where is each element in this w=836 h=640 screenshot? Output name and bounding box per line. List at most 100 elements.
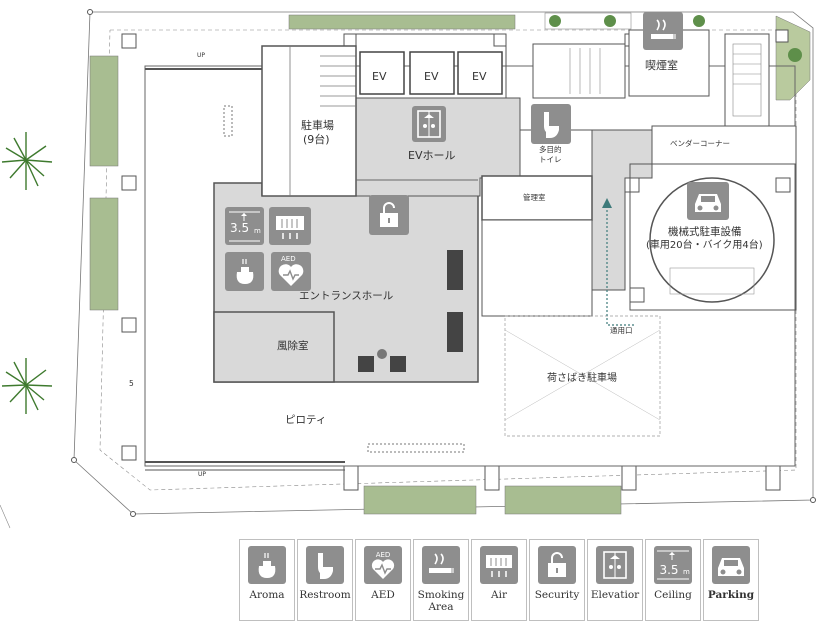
- elevator-3-label: EV: [472, 70, 487, 83]
- side-marker: 5: [129, 379, 134, 388]
- sofa: [447, 250, 463, 290]
- green-strip: [504, 485, 622, 515]
- toilet-label-2: トイレ: [539, 155, 562, 164]
- loading-parking-area: [504, 315, 661, 437]
- parking-lot-label: 駐車場: [301, 119, 334, 132]
- column: [121, 33, 137, 49]
- column: [343, 33, 357, 47]
- legend-label: Air: [491, 589, 507, 601]
- chair: [358, 356, 374, 372]
- legend-smoking-area[interactable]: Smoking Area: [413, 539, 469, 621]
- elevator-shaft: [457, 51, 503, 95]
- toilet-label-1: 多目的: [539, 145, 562, 154]
- aed-icon-text: AED: [376, 551, 391, 559]
- column: [121, 175, 137, 191]
- smoking-icon: [422, 546, 460, 584]
- green-strip: [89, 197, 119, 311]
- entrance-hall-label: エントランスホール: [299, 290, 394, 302]
- green-strip: [89, 55, 119, 167]
- legend-aroma[interactable]: Aroma: [239, 539, 295, 621]
- survey-point: [87, 9, 93, 15]
- back-room-area: [481, 219, 593, 317]
- elevator-shaft: [359, 51, 405, 95]
- vending-corner-label: ベンダーコーナー: [670, 139, 730, 148]
- aroma-icon: [225, 252, 264, 291]
- survey-point: [810, 497, 816, 503]
- ceiling-icon: [225, 207, 264, 245]
- mechanical-parking-turntable: [649, 177, 775, 303]
- aed-icon: [271, 252, 311, 291]
- legend-security[interactable]: Security: [529, 539, 585, 621]
- elevator-shaft: [409, 51, 455, 95]
- legend-label: Aroma: [249, 589, 285, 601]
- mechanical-parking-outline: [629, 163, 797, 311]
- mechanical-parking-detail-label: (車用20台・バイク用4台): [646, 240, 763, 251]
- air-icon: [480, 546, 518, 584]
- legend-parking[interactable]: Parking: [703, 539, 759, 621]
- parking-area: [261, 45, 357, 197]
- up-marker-bottom: UP: [198, 471, 207, 478]
- column: [765, 465, 781, 491]
- up-marker-top: UP: [197, 52, 206, 59]
- elevator-core-outline: [355, 33, 507, 99]
- service-entrance-label: 通用口: [610, 326, 633, 335]
- parking-icon: [712, 546, 750, 584]
- column: [775, 29, 789, 43]
- vending-corner-area: [651, 125, 797, 165]
- air-icon: [269, 207, 311, 245]
- survey-point: [71, 457, 77, 463]
- security-icon: [369, 195, 409, 235]
- parking-icon: [687, 182, 729, 220]
- dashed-marker: [223, 105, 233, 137]
- survey-point: [130, 511, 136, 517]
- mechanical-parking-pad: [669, 267, 755, 295]
- legend-restroom[interactable]: Restroom: [297, 539, 353, 621]
- legend-label: Ceiling: [654, 589, 692, 601]
- legend-label: Elevatior: [590, 589, 640, 601]
- shrub-icon: [549, 15, 561, 27]
- aroma-icon: [248, 546, 286, 584]
- shrub-icon: [693, 15, 705, 27]
- shrub-icon: [788, 48, 802, 62]
- green-strip: [363, 485, 477, 515]
- windbreak-room-floor: [213, 311, 335, 383]
- column: [493, 33, 507, 47]
- column: [121, 445, 137, 461]
- legend-label: Parking: [707, 589, 755, 601]
- management-room-label: 管理室: [523, 193, 546, 202]
- floor-plan: [0, 9, 816, 529]
- column: [484, 465, 500, 491]
- facility-legend: Aroma Restroom AED AED Smoking Area Air …: [239, 539, 759, 621]
- parking-count-label: (9台): [303, 133, 330, 146]
- stair-core-right: [724, 33, 770, 127]
- piloti-label: ピロティ: [285, 414, 327, 426]
- dashed-marker: [367, 443, 465, 453]
- legend-air[interactable]: Air: [471, 539, 527, 621]
- column: [624, 177, 640, 193]
- column: [343, 465, 359, 491]
- aed-map-label: AED: [281, 255, 296, 263]
- column: [621, 465, 637, 491]
- restroom-icon: [531, 104, 571, 144]
- windbreak-room-label: 風除室: [277, 340, 309, 352]
- legend-aed[interactable]: AED AED: [355, 539, 411, 621]
- chair: [390, 356, 406, 372]
- ceiling-icon-unit: m: [683, 568, 690, 576]
- elevator-icon: [412, 106, 446, 142]
- smoking-icon: [643, 12, 683, 50]
- legend-label: Smoking Area: [417, 589, 465, 613]
- route-arrowhead: [602, 198, 612, 208]
- ceiling-value-label: 3.5: [230, 221, 250, 235]
- smoking-room-label: 喫煙室: [645, 59, 678, 72]
- management-room-area: [481, 175, 593, 221]
- legend-edge: [0, 504, 11, 529]
- site-inner-boundary: [99, 29, 797, 491]
- green-strip: [288, 14, 516, 30]
- column: [121, 317, 137, 333]
- restroom-icon: [306, 546, 344, 584]
- legend-label: Restroom: [299, 589, 351, 601]
- legend-elevator[interactable]: Elevatior: [587, 539, 643, 621]
- column: [629, 287, 645, 303]
